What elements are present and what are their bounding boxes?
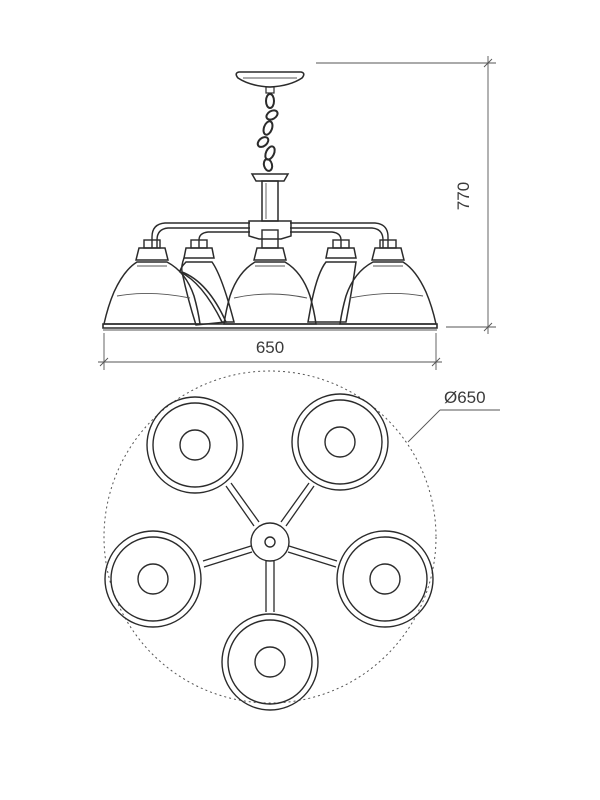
top-arms [202, 482, 338, 612]
shade-center [223, 229, 317, 325]
shade-rims [102, 323, 438, 331]
top-shade-upper-left [146, 396, 244, 494]
arms [151, 222, 389, 248]
width-dimension: 650 [98, 333, 442, 370]
central-stem [248, 173, 292, 240]
top-shade-bottom [221, 613, 319, 711]
height-label: 770 [454, 182, 473, 210]
top-shade-left [104, 530, 202, 628]
top-shade-right [336, 530, 434, 628]
top-view [103, 370, 437, 711]
outline-circle [103, 370, 437, 704]
side-view [102, 71, 438, 331]
diameter-label: Ø650 [444, 388, 486, 407]
top-shade-upper-right [291, 393, 389, 491]
chain [256, 93, 279, 172]
ceiling-canopy [235, 71, 305, 94]
central-hub [250, 522, 290, 562]
height-dimension: 770 [316, 56, 496, 334]
shade-back-left [179, 239, 235, 326]
shade-back-right [307, 239, 357, 323]
diameter-dimension: Ø650 [407, 388, 500, 443]
width-label: 650 [256, 338, 284, 357]
